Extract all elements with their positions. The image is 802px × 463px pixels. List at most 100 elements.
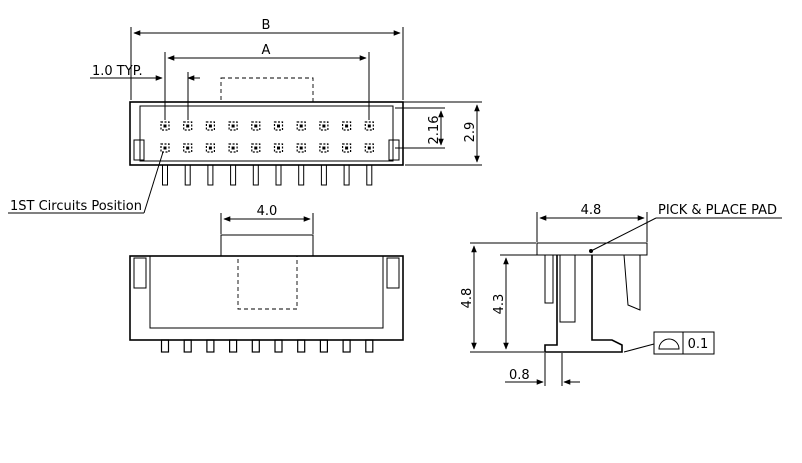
flatness-value: 0.1 bbox=[688, 337, 709, 352]
pitch-label: 1.0 TYP. bbox=[92, 64, 143, 79]
first-circuit-label: 1ST Circuits Position bbox=[10, 199, 142, 214]
top-pin bbox=[342, 143, 352, 153]
front-leg bbox=[229, 339, 238, 353]
top-pin bbox=[273, 121, 284, 131]
side-body bbox=[544, 255, 623, 353]
front-left-latch bbox=[133, 257, 147, 289]
top-pin-core bbox=[231, 146, 235, 150]
dim-a-label: A bbox=[262, 43, 271, 58]
side-latch-right bbox=[623, 254, 641, 311]
top-pin bbox=[183, 121, 193, 131]
top-pin-core bbox=[254, 146, 258, 150]
dim-43-label: 4.3 bbox=[492, 294, 507, 315]
top-pin-core bbox=[254, 124, 258, 128]
top-pin-core bbox=[367, 146, 371, 150]
top-leg bbox=[207, 164, 214, 186]
flatness-leader bbox=[623, 343, 655, 353]
pick-place-leader bbox=[590, 217, 657, 252]
top-pin-core bbox=[208, 124, 212, 128]
front-leg-group bbox=[160, 339, 374, 353]
top-pin bbox=[251, 121, 261, 131]
top-pin bbox=[205, 121, 215, 131]
top-pin-core bbox=[322, 124, 326, 128]
front-leg bbox=[297, 339, 306, 353]
front-leg bbox=[160, 339, 170, 353]
pick-place-label: PICK & PLACE PAD bbox=[658, 203, 777, 218]
top-left-latch bbox=[133, 139, 145, 161]
top-pin-core bbox=[231, 124, 235, 128]
top-pin-core bbox=[322, 146, 326, 150]
top-pin-core bbox=[299, 124, 303, 128]
front-leg bbox=[365, 339, 374, 353]
top-leg-group bbox=[162, 164, 373, 186]
top-view: B A 1.0 TYP. 2.16 2.9 1ST Circuits Posit… bbox=[8, 18, 482, 214]
top-leg bbox=[184, 164, 191, 186]
top-leg bbox=[298, 164, 305, 186]
top-pin-core bbox=[367, 124, 371, 128]
top-pin bbox=[319, 121, 329, 131]
dim-40-label: 4.0 bbox=[257, 204, 278, 219]
side-latch-left bbox=[544, 255, 554, 304]
dim-08-label: 0.8 bbox=[509, 368, 530, 383]
top-pin-group bbox=[160, 121, 374, 153]
front-right-latch bbox=[386, 257, 400, 289]
top-pin-core bbox=[345, 124, 349, 128]
front-dashed-slot bbox=[237, 255, 298, 310]
top-pin-core bbox=[163, 124, 167, 128]
top-pin-core bbox=[345, 146, 349, 150]
pick-place-pad bbox=[536, 242, 648, 256]
side-inner-wall bbox=[559, 255, 576, 323]
top-pin-core bbox=[186, 146, 190, 150]
dim-29-label: 2.9 bbox=[463, 122, 478, 143]
front-leg bbox=[319, 339, 328, 353]
top-leg bbox=[366, 164, 373, 186]
front-body-outline bbox=[129, 255, 404, 341]
dim-48h-label: 4.8 bbox=[460, 288, 475, 309]
top-pin-core bbox=[277, 124, 280, 128]
dim-b-label: B bbox=[262, 18, 271, 33]
top-pin bbox=[160, 121, 170, 131]
top-leg bbox=[230, 164, 237, 186]
top-leg bbox=[343, 164, 350, 186]
front-leg bbox=[342, 339, 351, 353]
front-cavity bbox=[149, 255, 384, 329]
side-view: 4.8 PICK & PLACE PAD 4.8 4.3 0.8 0.1 bbox=[460, 203, 782, 386]
top-pin bbox=[296, 121, 306, 131]
front-leg bbox=[251, 339, 260, 353]
top-body-outline bbox=[129, 101, 404, 166]
top-pin-core bbox=[186, 124, 190, 128]
dim-48w-label: 4.8 bbox=[581, 203, 602, 218]
profile-surface-icon bbox=[658, 338, 680, 350]
top-leg bbox=[320, 164, 327, 186]
top-pin bbox=[228, 143, 238, 153]
top-pin bbox=[228, 121, 238, 131]
dim-216-label: 2.16 bbox=[427, 116, 442, 145]
front-leg bbox=[274, 339, 283, 353]
top-pin bbox=[205, 143, 215, 153]
top-pin-core bbox=[299, 146, 303, 150]
top-pin-core bbox=[208, 146, 212, 150]
top-pin bbox=[273, 143, 284, 153]
top-pin-core bbox=[163, 146, 167, 150]
top-pin bbox=[160, 143, 170, 153]
top-pin bbox=[251, 143, 261, 153]
top-center-dashed bbox=[220, 77, 314, 103]
top-leg bbox=[252, 164, 259, 186]
front-leg bbox=[206, 339, 215, 353]
top-pin bbox=[342, 121, 352, 131]
top-pin bbox=[364, 143, 374, 153]
top-leg bbox=[162, 164, 168, 186]
top-leg bbox=[275, 164, 282, 186]
top-pin bbox=[296, 143, 306, 153]
top-pin bbox=[364, 121, 374, 131]
front-view: 4.0 bbox=[129, 204, 404, 353]
first-circuit-leader bbox=[143, 151, 164, 214]
front-leg bbox=[183, 339, 192, 353]
top-pin-core bbox=[277, 146, 280, 150]
top-pin bbox=[319, 143, 329, 153]
top-right-latch bbox=[388, 139, 400, 161]
front-pad bbox=[220, 234, 314, 257]
top-pin bbox=[183, 143, 193, 153]
